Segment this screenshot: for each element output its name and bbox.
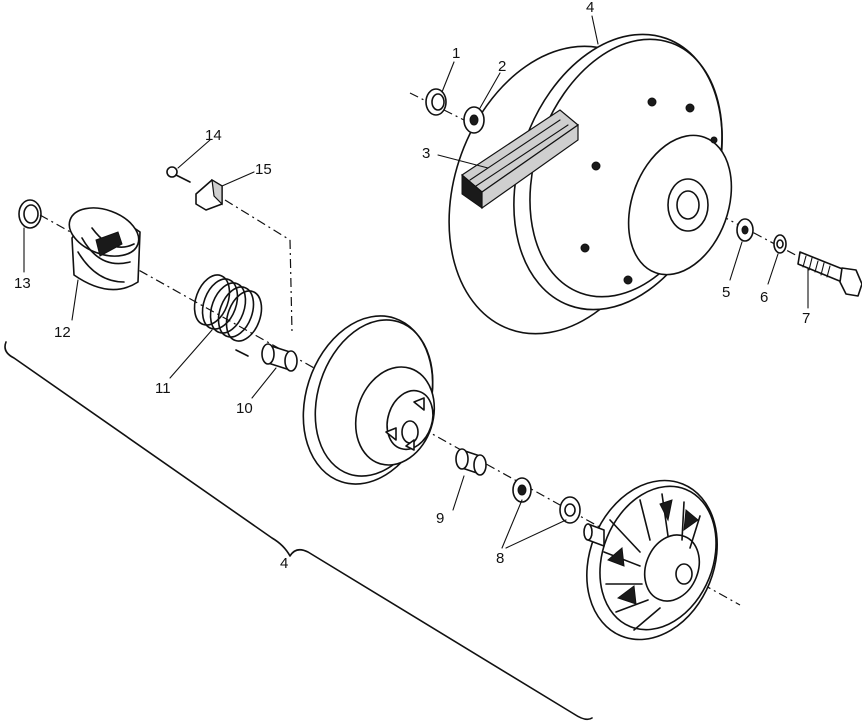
assembly-bracket xyxy=(4,341,593,721)
bushing-part-9 xyxy=(455,448,487,476)
spring-part-11 xyxy=(193,274,263,357)
callout-8: 8 xyxy=(496,550,504,567)
callout-11: 11 xyxy=(155,380,171,397)
callout-2: 2 xyxy=(498,58,506,75)
button-part-15 xyxy=(195,178,223,211)
washer-part-5 xyxy=(736,218,754,242)
callout-13: 13 xyxy=(14,275,31,292)
sheave-assembly-top xyxy=(448,33,733,335)
screw-part-14 xyxy=(166,166,191,183)
callout-12: 12 xyxy=(54,324,71,341)
callout-5: 5 xyxy=(722,284,730,301)
callout-10: 10 xyxy=(236,400,253,417)
seal-part-1 xyxy=(425,88,447,116)
snap-ring-part-13 xyxy=(18,199,42,229)
callout-14: 14 xyxy=(205,127,222,144)
callout-1: 1 xyxy=(452,45,460,62)
callout-15: 15 xyxy=(255,161,272,178)
callout-6: 6 xyxy=(760,289,768,306)
callout-9: 9 xyxy=(436,510,444,527)
bolt-part-7 xyxy=(797,251,862,297)
callout-labels: 1 2 3 4 5 6 7 8 9 10 11 12 13 14 15 4 xyxy=(14,0,810,572)
callout-3: 3 xyxy=(422,145,430,162)
fixed-sheave xyxy=(583,479,718,641)
lockwasher-part-6 xyxy=(773,234,787,254)
cam-part-12 xyxy=(68,207,141,291)
callout-4-bracket: 4 xyxy=(280,555,288,572)
callout-7: 7 xyxy=(802,310,810,327)
drive-belt xyxy=(461,109,579,210)
callout-4-top: 4 xyxy=(586,0,594,16)
leader-lines xyxy=(23,15,809,549)
movable-sheave xyxy=(302,315,436,485)
washer-part-2 xyxy=(463,106,485,134)
washers-part-8 xyxy=(512,477,581,524)
bushing-part-10 xyxy=(261,343,298,372)
